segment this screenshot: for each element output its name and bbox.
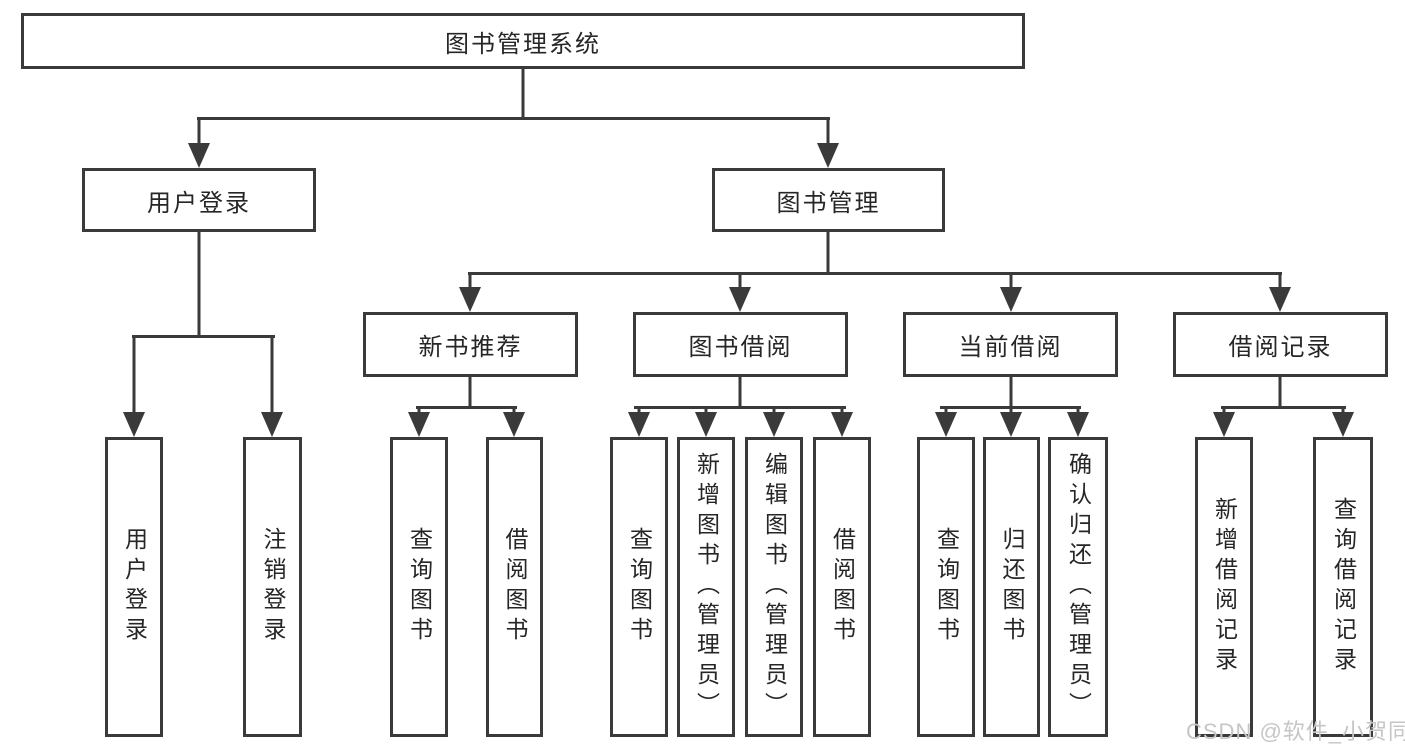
- arrow-down-icon: [729, 287, 751, 312]
- watermark: CSDN @软件_小贺同学: [1186, 719, 1405, 744]
- arrow-down-icon: [1332, 412, 1354, 437]
- node-new-book-recommendation: 新书推荐: [363, 312, 578, 377]
- arrow-down-icon: [628, 412, 650, 437]
- node-label: 查询图书: [626, 527, 653, 647]
- node-book-borrowing: 图书借阅: [633, 312, 848, 377]
- leaf-borrowing-add-book-admin: 新增图书（管理员）: [677, 437, 735, 737]
- leaf-current-query-book: 查询图书: [917, 437, 975, 737]
- arrow-down-icon: [188, 143, 210, 168]
- node-label: 新增借阅记录: [1211, 497, 1238, 677]
- node-label: 查询图书: [933, 527, 960, 647]
- arrow-down-icon: [123, 412, 145, 437]
- node-label: 查询图书: [406, 527, 433, 647]
- node-current-borrowing: 当前借阅: [903, 312, 1118, 377]
- leaf-records-add-record: 新增借阅记录: [1195, 437, 1253, 737]
- node-user-login: 用户登录: [82, 168, 316, 232]
- node-label: 新书推荐: [418, 334, 523, 361]
- node-label: 借阅图书: [829, 527, 856, 647]
- leaf-current-confirm-return-admin: 确认归还（管理员）: [1048, 437, 1108, 737]
- arrow-down-icon: [1269, 287, 1291, 312]
- leaf-recommend-borrow-book: 借阅图书: [486, 437, 543, 737]
- arrow-down-icon: [763, 412, 785, 437]
- node-label: 用户登录: [147, 189, 251, 217]
- node-label: 当前借阅: [958, 334, 1063, 361]
- node-label: 图书管理系统: [445, 30, 601, 58]
- node-label: 查询借阅记录: [1330, 497, 1357, 677]
- arrow-down-icon: [695, 412, 717, 437]
- node-borrowing-records: 借阅记录: [1173, 312, 1388, 377]
- arrow-down-icon: [459, 287, 481, 312]
- node-label: 注销登录: [260, 527, 286, 647]
- arrow-down-icon: [408, 412, 430, 437]
- leaf-borrowing-query-book: 查询图书: [610, 437, 668, 737]
- node-label: 编辑图书（管理员）: [761, 452, 788, 722]
- node-label: 图书借阅: [688, 334, 793, 361]
- arrow-down-icon: [1067, 412, 1089, 437]
- node-label: 归还图书: [999, 527, 1025, 647]
- node-root: 图书管理系统: [21, 13, 1025, 69]
- arrow-down-icon: [1000, 412, 1022, 437]
- leaf-logout: 注销登录: [243, 437, 302, 737]
- leaf-borrowing-borrow-book: 借阅图书: [813, 437, 871, 737]
- node-label: 确认归还（管理员）: [1065, 452, 1092, 722]
- leaf-recommend-query-book: 查询图书: [390, 437, 448, 737]
- arrow-down-icon: [831, 412, 853, 437]
- arrow-down-icon: [935, 412, 957, 437]
- node-book-management: 图书管理: [712, 168, 945, 232]
- arrow-down-icon: [1000, 287, 1022, 312]
- node-label: 借阅图书: [502, 527, 528, 647]
- arrow-down-icon: [817, 143, 839, 168]
- leaf-current-return-book: 归还图书: [983, 437, 1040, 737]
- arrow-down-icon: [1213, 412, 1235, 437]
- node-label: 借阅记录: [1228, 334, 1333, 361]
- node-label: 图书管理: [776, 189, 881, 217]
- node-label: 新增图书（管理员）: [693, 452, 720, 722]
- arrow-down-icon: [503, 412, 525, 437]
- arrow-down-icon: [261, 412, 283, 437]
- leaf-records-query-record: 查询借阅记录: [1313, 437, 1373, 737]
- node-label: 用户登录: [121, 527, 148, 647]
- leaf-user-login: 用户登录: [105, 437, 163, 737]
- leaf-borrowing-edit-book-admin: 编辑图书（管理员）: [745, 437, 803, 737]
